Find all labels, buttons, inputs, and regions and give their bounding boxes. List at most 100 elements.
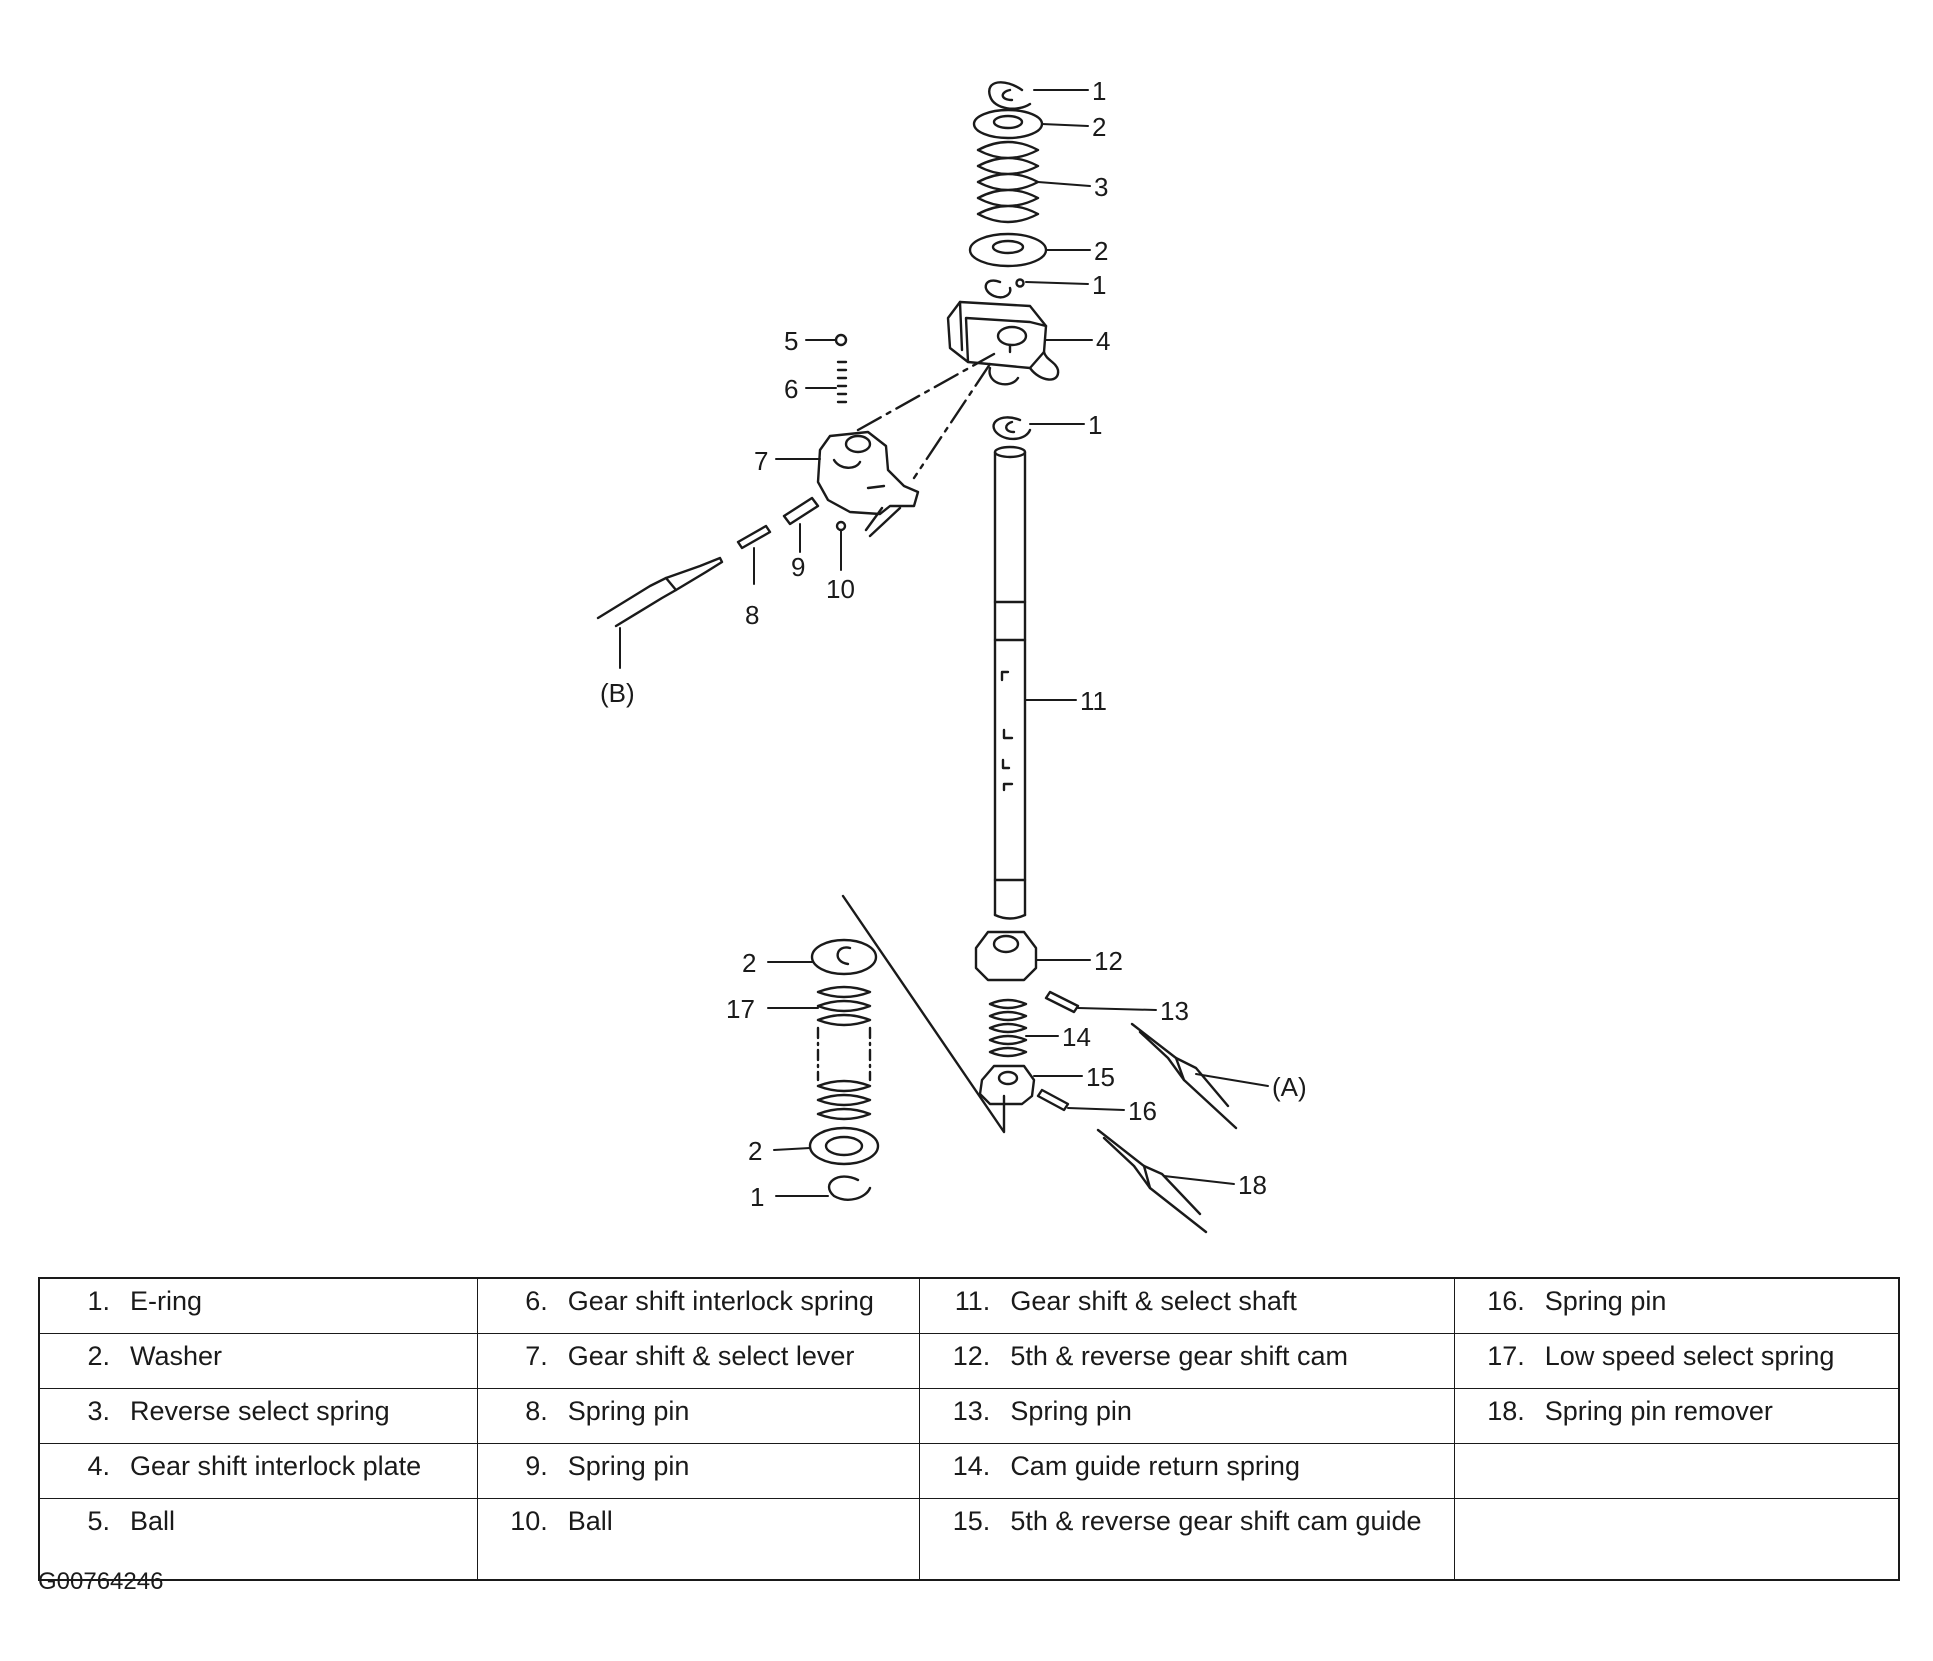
legend-cell: 12. 5th & reverse gear shift cam xyxy=(919,1333,1455,1389)
ball-10 xyxy=(835,520,847,532)
legend-item-label: E-ring xyxy=(130,1286,203,1316)
callout-17: 17 xyxy=(726,994,755,1024)
washer-left-bottom xyxy=(808,1126,880,1166)
legend-item-number: 10. xyxy=(510,1506,548,1536)
legend-cell: 9. Spring pin xyxy=(476,1443,921,1499)
legend-item-label: 5th & reverse gear shift cam guide xyxy=(1010,1506,1422,1536)
legend-cell xyxy=(1453,1498,1900,1581)
parts-legend-body: 1. E-ring 6. Gear shift interlock spring 11.… xyxy=(38,1277,1900,1581)
spring-pin-8 xyxy=(736,524,772,550)
legend-item-number: 7. xyxy=(525,1341,548,1371)
legend-item-number: 1. xyxy=(87,1286,110,1316)
washer-middle xyxy=(968,232,1048,268)
legend-item-number: 18. xyxy=(1487,1396,1525,1426)
legend-cell: 10. Ball xyxy=(476,1498,921,1581)
legend-item-label: Gear shift interlock plate xyxy=(130,1451,422,1481)
washer-left-top xyxy=(810,938,878,976)
legend-item-label: Gear shift & select shaft xyxy=(1010,1286,1297,1316)
gear-shift-select-lever xyxy=(816,430,920,538)
gear-shift-interlock-spring xyxy=(836,360,848,404)
e-ring-top xyxy=(988,81,1032,110)
legend-item-label: Low speed select spring xyxy=(1544,1341,1835,1371)
legend-row: 5.Ball 10. Ball 15.5th & reverse gear shift… xyxy=(38,1498,1900,1581)
gear-shift-cam-guide xyxy=(978,1064,1036,1106)
legend-item-label: Cam guide return spring xyxy=(1010,1451,1300,1481)
parts-legend-table: 1. E-ring 6. Gear shift interlock spring 11.… xyxy=(38,1277,1900,1581)
tool-b xyxy=(596,556,724,628)
legend-item-label: Gear shift interlock spring xyxy=(567,1286,874,1316)
callout-18: 18 xyxy=(1238,1170,1267,1200)
legend-cell: 14.Cam guide return spring xyxy=(919,1443,1455,1499)
legend-cell: 6. Gear shift interlock spring xyxy=(476,1277,921,1334)
legend-row: 1. E-ring 6. Gear shift interlock spring 11.… xyxy=(38,1277,1900,1334)
legend-cell: 11. Gear shift & select shaft xyxy=(919,1277,1455,1334)
callout-11: 11 xyxy=(1080,686,1107,716)
legend-item-number: 17. xyxy=(1487,1341,1525,1371)
washer-top xyxy=(972,108,1044,140)
callout-14: 14 xyxy=(1062,1022,1091,1052)
legend-cell xyxy=(1453,1443,1900,1499)
legend-row: 2. Washer 7. Gear shift & select lever 12. 5t… xyxy=(38,1333,1900,1389)
legend-item-label: Spring pin xyxy=(1010,1396,1132,1426)
tool-a xyxy=(1130,1022,1238,1130)
legend-row: 3. Reverse select spring 8. Spring pin 13. Sp… xyxy=(38,1388,1900,1444)
legend-item-label: 5th & reverse gear shift cam xyxy=(1010,1341,1348,1371)
callout-6: 6 xyxy=(784,374,798,404)
figure-code: G00764246 xyxy=(38,1568,164,1595)
legend-cell: 3. Reverse select spring xyxy=(38,1388,478,1444)
low-speed-select-spring xyxy=(816,985,872,1121)
callout-12: 12 xyxy=(1094,946,1123,976)
callout-7: 7 xyxy=(754,446,768,476)
legend-item-label: Reverse select spring xyxy=(130,1396,390,1426)
legend-cell: 2. Washer xyxy=(38,1333,478,1389)
callout-13: 13 xyxy=(1160,996,1189,1026)
legend-item-number: 8. xyxy=(525,1396,548,1426)
ball-5 xyxy=(834,333,848,347)
legend-item-label: Spring pin xyxy=(567,1396,690,1426)
callout-labels: 1 2 3 2 1 4 1 5 6 7 8 9 10 (B) 11 12 13 … xyxy=(600,76,1307,1212)
legend-item-number: 3. xyxy=(87,1396,110,1426)
legend-cell: 7. Gear shift & select lever xyxy=(476,1333,921,1389)
legend-item-number: 2. xyxy=(87,1341,110,1371)
legend-item-label: Spring pin xyxy=(567,1451,690,1481)
callout-b: (B) xyxy=(600,678,635,708)
callout-1-lower: 1 xyxy=(1088,410,1102,440)
legend-item-number: 11. xyxy=(954,1286,991,1316)
reverse-select-spring xyxy=(976,140,1040,224)
callout-2-left-top: 2 xyxy=(742,948,756,978)
tool-18 xyxy=(1096,1128,1208,1234)
legend-item-label: Spring pin xyxy=(1544,1286,1667,1316)
legend-item-label: Spring pin remover xyxy=(1544,1396,1773,1426)
legend-item-number: 13. xyxy=(952,1396,991,1426)
callout-8: 8 xyxy=(745,600,759,630)
callout-15: 15 xyxy=(1086,1062,1115,1092)
legend-item-label: Ball xyxy=(567,1506,613,1536)
legend-item-number: 6. xyxy=(525,1286,548,1316)
callout-10: 10 xyxy=(826,574,855,604)
legend-cell: 15.5th & reverse gear shift cam guide xyxy=(919,1498,1455,1581)
e-ring-lower xyxy=(992,416,1032,441)
legend-cell: 1. E-ring xyxy=(38,1277,478,1334)
legend-item-label: Washer xyxy=(130,1341,223,1371)
e-ring-middle xyxy=(984,278,1025,299)
cam-guide-return-spring xyxy=(988,998,1028,1058)
legend-item-number: 12. xyxy=(952,1341,991,1371)
legend-item-number: 5. xyxy=(87,1506,110,1536)
callout-a: (A) xyxy=(1272,1072,1307,1102)
callout-1-left-bottom: 1 xyxy=(750,1182,764,1212)
gear-shift-interlock-plate xyxy=(946,300,1060,386)
spring-pin-16 xyxy=(1036,1088,1070,1112)
callout-2-top: 2 xyxy=(1092,112,1106,142)
callout-4: 4 xyxy=(1096,326,1110,356)
legend-item-number: 9. xyxy=(525,1451,548,1481)
gear-shift-select-shaft xyxy=(993,445,1027,920)
legend-cell: 13. Spring pin xyxy=(919,1388,1455,1444)
callout-2-middle: 2 xyxy=(1094,236,1108,266)
legend-item-label: Gear shift & select lever xyxy=(567,1341,855,1371)
legend-cell: 18. Spring pin remover xyxy=(1453,1388,1900,1444)
callout-16: 16 xyxy=(1128,1096,1157,1126)
callout-5: 5 xyxy=(784,326,798,356)
e-ring-left-bottom xyxy=(827,1175,872,1201)
legend-cell: 5.Ball xyxy=(38,1498,478,1581)
